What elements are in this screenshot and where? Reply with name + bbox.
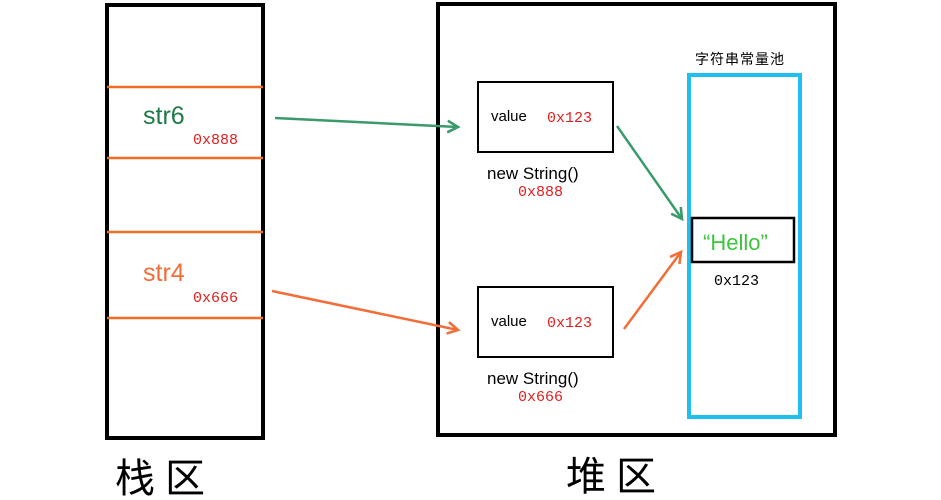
variable-address-str4: 0x666 bbox=[193, 290, 238, 307]
reference-arrows bbox=[271, 116, 682, 330]
stack-area: str6 0x888 str4 0x666 栈区 bbox=[105, 3, 265, 500]
heap-object-0x888: value 0x123 new String() 0x888 bbox=[477, 81, 614, 201]
object-field-name: value bbox=[491, 313, 527, 330]
arrow-str6-to-object bbox=[274, 116, 458, 127]
variable-name-str6: str6 bbox=[143, 102, 185, 130]
heap-area: value 0x123 new String() 0x888 value 0x1… bbox=[436, 2, 837, 500]
object-label: new String() bbox=[487, 164, 579, 183]
stack-frame bbox=[105, 3, 265, 440]
stack-title: 栈区 bbox=[115, 456, 215, 500]
hello-literal-address: 0x123 bbox=[714, 273, 759, 290]
arrow-object-to-hello bbox=[615, 125, 682, 219]
arrow-str4-to-object bbox=[271, 289, 458, 330]
pool-title: 字符串常量池 bbox=[695, 52, 785, 68]
stack-slot-str6: str6 0x888 bbox=[143, 102, 238, 149]
heap-title: 堆区 bbox=[566, 454, 666, 500]
hello-literal: “Hello” bbox=[703, 230, 768, 255]
variable-address-str6: 0x888 bbox=[193, 132, 238, 149]
variable-name-str4: str4 bbox=[143, 259, 185, 287]
pool-frame bbox=[687, 73, 802, 419]
object-box bbox=[477, 81, 614, 153]
arrow-object-to-hello bbox=[622, 252, 681, 330]
object-field-name: value bbox=[491, 108, 527, 125]
stack-slot-str4: str4 0x666 bbox=[143, 259, 238, 307]
heap-frame bbox=[436, 2, 837, 437]
string-constant-pool: 字符串常量池 “Hello” 0x123 bbox=[687, 52, 802, 419]
object-address: 0x666 bbox=[518, 389, 563, 406]
object-address: 0x888 bbox=[518, 184, 563, 201]
object-label: new String() bbox=[487, 369, 579, 388]
hello-literal-box bbox=[690, 216, 796, 264]
object-field-value: 0x123 bbox=[547, 110, 592, 127]
object-box bbox=[477, 286, 614, 358]
heap-object-0x666: value 0x123 new String() 0x666 bbox=[477, 286, 614, 406]
object-field-value: 0x123 bbox=[547, 315, 592, 332]
